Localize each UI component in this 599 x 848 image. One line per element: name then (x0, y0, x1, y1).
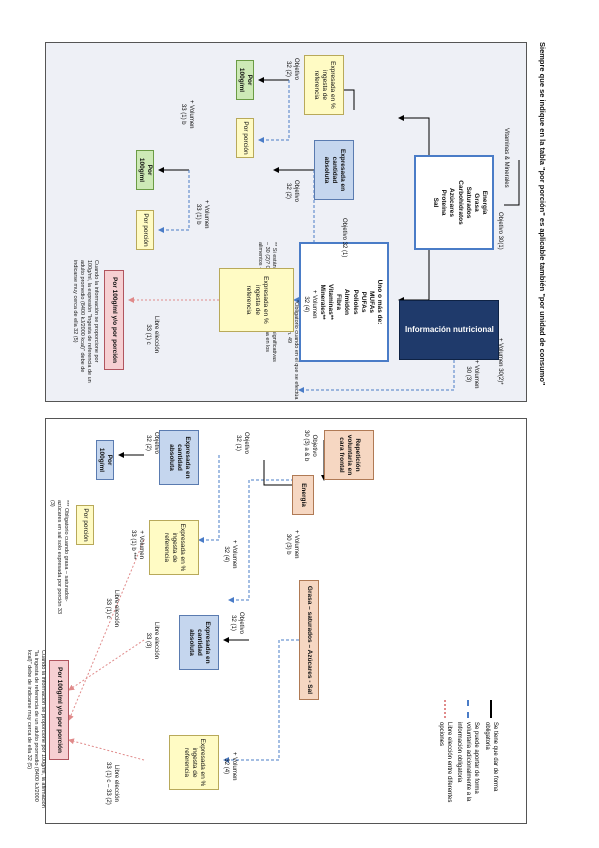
objetivo-32-2-label: Objetivo 32 (2) (285, 180, 300, 203)
objetivo-30-1-label: Objetivo 30(1) (497, 212, 503, 250)
energy-item: Azúcares (448, 188, 456, 217)
expresada-cantidad-box: Expresada en cantidad absoluta (314, 140, 354, 200)
expresada-pct-box-b: Expresada en % ingesta de referencia (169, 735, 219, 790)
note-bottom-right: Cuando la información se proporcione por… (25, 650, 46, 808)
porcion-box-a: Por porción (236, 118, 254, 158)
legend-row: Se puede aportar de forma voluntaria adi… (455, 700, 480, 812)
objetivo-32-2b-label: Objetivo 32 (2) (285, 58, 300, 81)
volumen-30-3-label: + Volumen 30 (3) (465, 360, 480, 389)
energy-item: Energía (481, 190, 488, 215)
expresada-pct-right-box: Expresada en % ingesta de referencia (219, 268, 294, 332)
por100-porcion-box-right: Por 100g/ml y/o por porción (49, 660, 69, 760)
optional-item: Almidón (343, 289, 351, 315)
por100-box-right: Por 100g/ml (96, 440, 114, 480)
optional-list-title: Uno o más de: (376, 279, 383, 325)
libre-33-3-label: Libre elección 33 (3) (145, 622, 160, 660)
expresada-pct-box-a: Expresada en % ingesta de referencia (149, 520, 199, 575)
expresada-cantidad-box-b: Expresada en cantidad absoluta (179, 615, 219, 670)
objetivo-32-1a-label: Objetivo 32 (1) (235, 432, 250, 455)
legend-row: Se tiene que dar de forma obligatoria (482, 700, 499, 812)
note-bottom-left: Cuando la información se proporcione por… (71, 260, 99, 383)
volumen-33-1b-label-right: + Volumen 33 (1) b *** (130, 530, 145, 560)
optional-item: Vitaminas** (327, 284, 335, 320)
energia-box: Energía (292, 475, 314, 515)
legend-swatch-dashed (466, 700, 469, 718)
libre-33-1c-label-right: Libre elección 33 (1) c (105, 590, 120, 628)
repeticion-box: Repetición voluntaria en cara frontal (324, 430, 374, 480)
objetivo-30-3ab-label: Objetivo 30 (3) a & b (303, 430, 318, 462)
diagram-title: Siempre que se indique en la tabla "por … (538, 42, 547, 386)
por100-porcion-box: Por 100g/ml y/o por porción (104, 270, 124, 370)
energy-item: Grasa (472, 193, 480, 212)
legend: Se tiene que dar de forma obligatoria Se… (434, 700, 499, 812)
legend-label: Se tiene que dar de forma obligatoria (483, 722, 498, 792)
energy-item: Proteína (440, 189, 448, 216)
volumen-33-1b2-label: + Volumen 33 (1) b (180, 100, 195, 129)
volumen-30-3b-label: + Volumen 30 (3) b (285, 530, 300, 559)
por100-box-b: Por 100g/ml (136, 150, 154, 190)
legend-swatch-solid (489, 700, 492, 718)
objetivo-32-1b-label: Objetivo 32 (1) (230, 612, 245, 635)
energy-item: Saturados (464, 186, 472, 219)
libre-33-1c-label: Libre elección 33 (1) c (145, 316, 160, 354)
volumen-33-1b-label: + Volumen 33 (1) b (195, 200, 210, 229)
volumen-30-2-label: + Volumen 30(2)* (497, 338, 503, 385)
optional-item: Polioles (351, 289, 359, 315)
legend-row: Libre elección entre diferentes opciones (436, 700, 453, 812)
libre-33-1c-33-2-label: Libre elección 33 (1) c – 33 (2) (105, 762, 120, 805)
expresada-pct-box: Expresada en % ingesta de referencia (304, 55, 344, 115)
energy-item: Carbohidratos (456, 180, 464, 225)
expresada-cantidad-box-a: Expresada en cantidad absoluta (159, 430, 199, 485)
volumen-32-4a-label: + Volumen 32 (4) (223, 540, 238, 569)
optional-item: PUFAs (359, 291, 367, 313)
energy-list-box: Energía Grasa Saturados Carbohidratos Az… (414, 155, 494, 250)
vit-min-label: Vitaminas & Minerales (503, 128, 509, 188)
legend-label: Se puede aportar de forma voluntaria adi… (456, 722, 480, 802)
optional-item: Minerales** (319, 284, 327, 320)
volumen-32-4b-label: + Volumen 32 (4) (223, 752, 238, 781)
objetivo-32-1-label: Objetivo 32 (1) (341, 218, 347, 258)
optional-item: MUFAs (367, 290, 375, 314)
optional-item: Fibra (335, 294, 343, 310)
porcion-box-b: Por porción (136, 210, 154, 250)
objetivo-32-2-label-right: Objetivo 32 (2) (145, 432, 160, 455)
porcion-box-right: Por porción (76, 505, 94, 545)
note-triple: *** Obligatorio cuando grasa – saturados… (48, 500, 69, 615)
energy-item: Sal (432, 197, 440, 208)
volumen-32-4-label: + Volumen 32 (4) (303, 290, 318, 319)
legend-label: Libre elección entre diferentes opciones (437, 722, 453, 803)
info-nutricional-box: Información nutricional (399, 300, 499, 360)
grasa-saturados-box: Grasa – saturados – Azúcares - Sal (299, 580, 319, 700)
legend-swatch-dotted (443, 700, 446, 718)
por100-box-a: Por 100g/ml (236, 60, 254, 100)
